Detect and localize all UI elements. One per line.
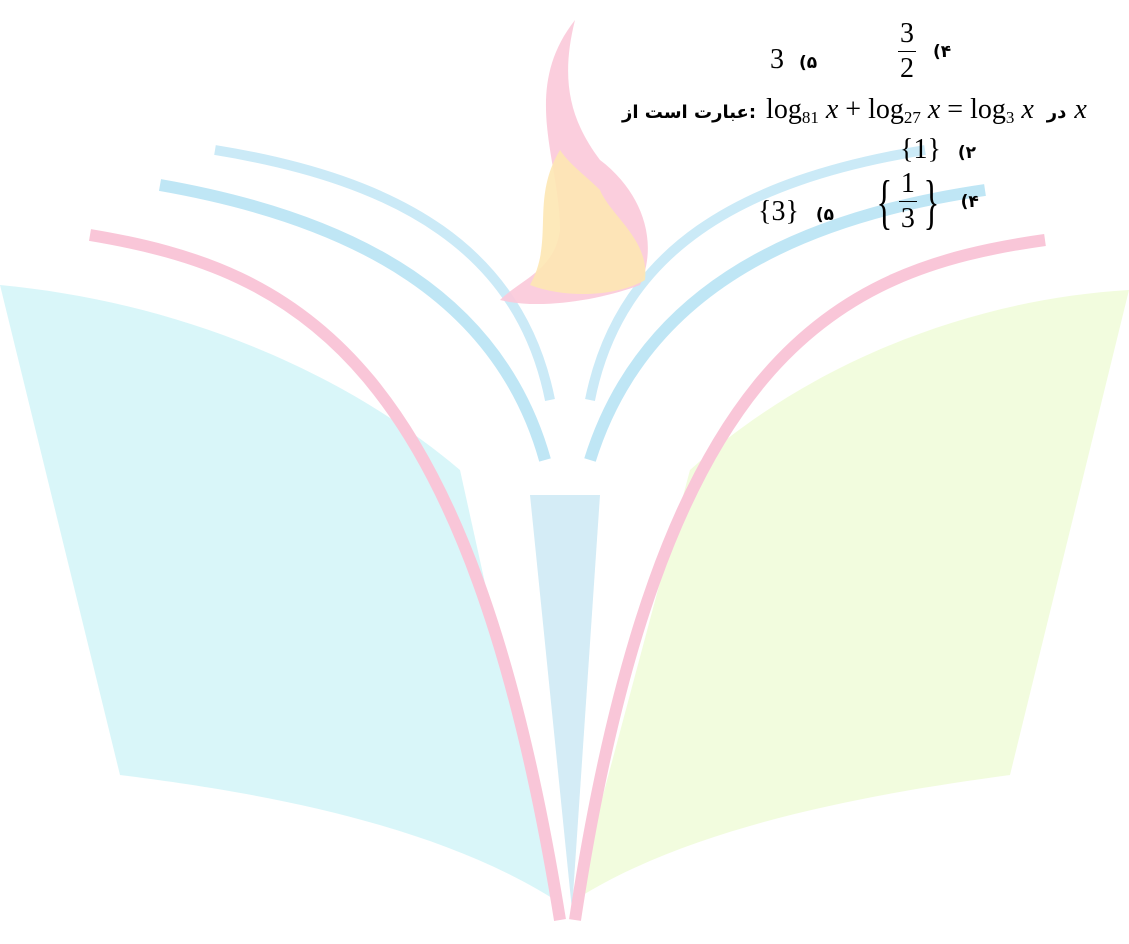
eq-var2: x [927, 94, 941, 125]
eq-log3-base: 3 [1005, 108, 1015, 127]
eq-log1: log [766, 94, 802, 125]
option-5-value: {3} [758, 196, 799, 227]
prev-option-4-numerator: 3 [898, 20, 916, 52]
option-4-open-brace: { [876, 168, 893, 235]
watermark-right-pink-arc [569, 234, 1046, 921]
option-2-value: {1} [900, 134, 941, 165]
watermark-right-page [575, 290, 1129, 900]
prev-option-4-marker: ۴) [933, 41, 952, 62]
watermark-left-page [0, 285, 555, 900]
prev-option-4-fraction: 3 2 [898, 20, 916, 83]
eq-log2-base: 27 [903, 108, 921, 127]
question-line: عبارت است از: log81 x + log27 x = log3 x… [622, 94, 1087, 128]
option-5[interactable]: {3} ۵) [758, 196, 834, 228]
eq-log1-base: 81 [801, 108, 819, 127]
watermark-left-blue-arc [158, 179, 551, 462]
option-4-close-brace: } [923, 168, 940, 235]
option-4[interactable]: { 1 3 } ۴) [870, 168, 979, 235]
option-2[interactable]: {1} ۲) [900, 134, 976, 166]
prev-option-4[interactable]: 3 2 ۴) [898, 20, 951, 83]
option-4-marker: ۴) [960, 191, 979, 212]
watermark-spine [530, 495, 600, 910]
watermark-left-blue-arc-2 [214, 145, 555, 401]
eq-var1: x [825, 94, 839, 125]
question-equation: log81 x + log27 x = log3 x [766, 94, 1041, 127]
prev-option-5[interactable]: 3 ۵) [770, 44, 817, 76]
prev-option-5-marker: ۵) [799, 53, 818, 73]
option-4-fraction: 1 3 [898, 170, 917, 234]
eq-var3: x [1021, 94, 1034, 125]
eq-plus: + [845, 94, 862, 125]
question-variable: x [1074, 94, 1087, 125]
watermark-flame-yellow [530, 150, 646, 295]
option-4-numerator: 1 [898, 170, 917, 202]
eq-log3: log [970, 94, 1006, 125]
prev-option-4-denominator: 2 [900, 53, 914, 84]
watermark-right-blue-arc [584, 184, 986, 462]
option-5-marker: ۵) [815, 205, 835, 225]
question-tail-text: عبارت است از: [622, 102, 757, 123]
option-2-marker: ۲) [957, 143, 977, 163]
eq-log2: log [868, 94, 904, 125]
watermark-left-pink-arc [89, 229, 566, 921]
question-in-text: در [1046, 102, 1067, 123]
watermark-right-blue-arc-2 [585, 145, 926, 401]
prev-option-5-value: 3 [770, 44, 784, 75]
eq-equals: = [947, 94, 964, 125]
option-4-denominator: 3 [900, 203, 915, 234]
